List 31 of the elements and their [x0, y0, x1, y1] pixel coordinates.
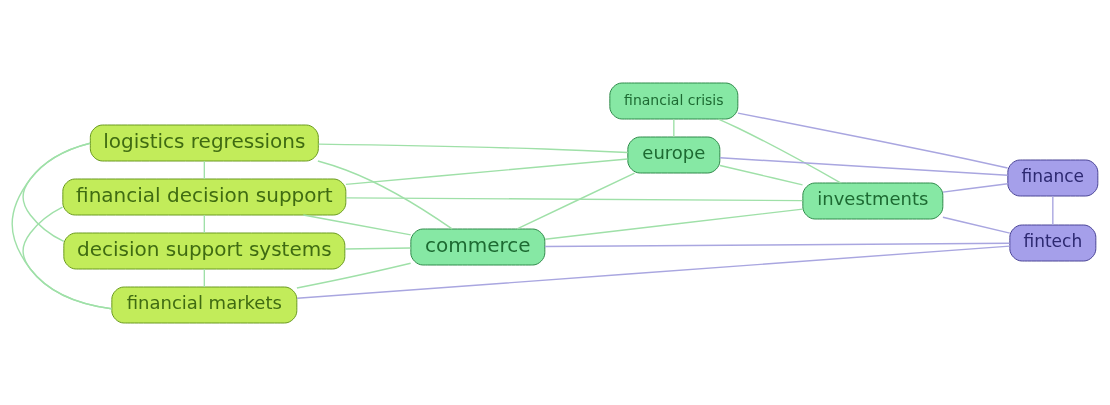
connector — [317, 159, 453, 230]
connector — [296, 262, 412, 289]
connector — [719, 156, 1009, 176]
node-box: logistics regressions — [89, 124, 319, 161]
connector — [22, 205, 113, 309]
node-box: financial crisis — [609, 82, 739, 119]
connector — [942, 182, 1009, 193]
connector — [737, 111, 1009, 169]
connector — [544, 242, 1011, 247]
node-box: financial markets — [111, 286, 298, 323]
connector — [516, 171, 636, 229]
connector — [673, 118, 675, 138]
connector — [345, 196, 804, 201]
connector — [345, 157, 629, 185]
connector — [1052, 195, 1054, 226]
node-box: finance — [1007, 159, 1099, 196]
connector — [302, 213, 412, 236]
connector — [296, 244, 1011, 299]
connector — [719, 164, 804, 185]
node-box: investments — [802, 182, 944, 219]
connector — [317, 142, 629, 153]
node-box: fintech — [1009, 224, 1097, 261]
node-box: financial decision support — [62, 178, 347, 215]
connector — [942, 216, 1011, 234]
connector — [11, 142, 113, 309]
node-box: commerce — [410, 228, 546, 265]
connector — [717, 117, 842, 184]
connector — [544, 207, 804, 240]
connector — [344, 246, 412, 250]
node-box: decision support systems — [63, 232, 346, 269]
node-box: europe — [627, 136, 721, 173]
